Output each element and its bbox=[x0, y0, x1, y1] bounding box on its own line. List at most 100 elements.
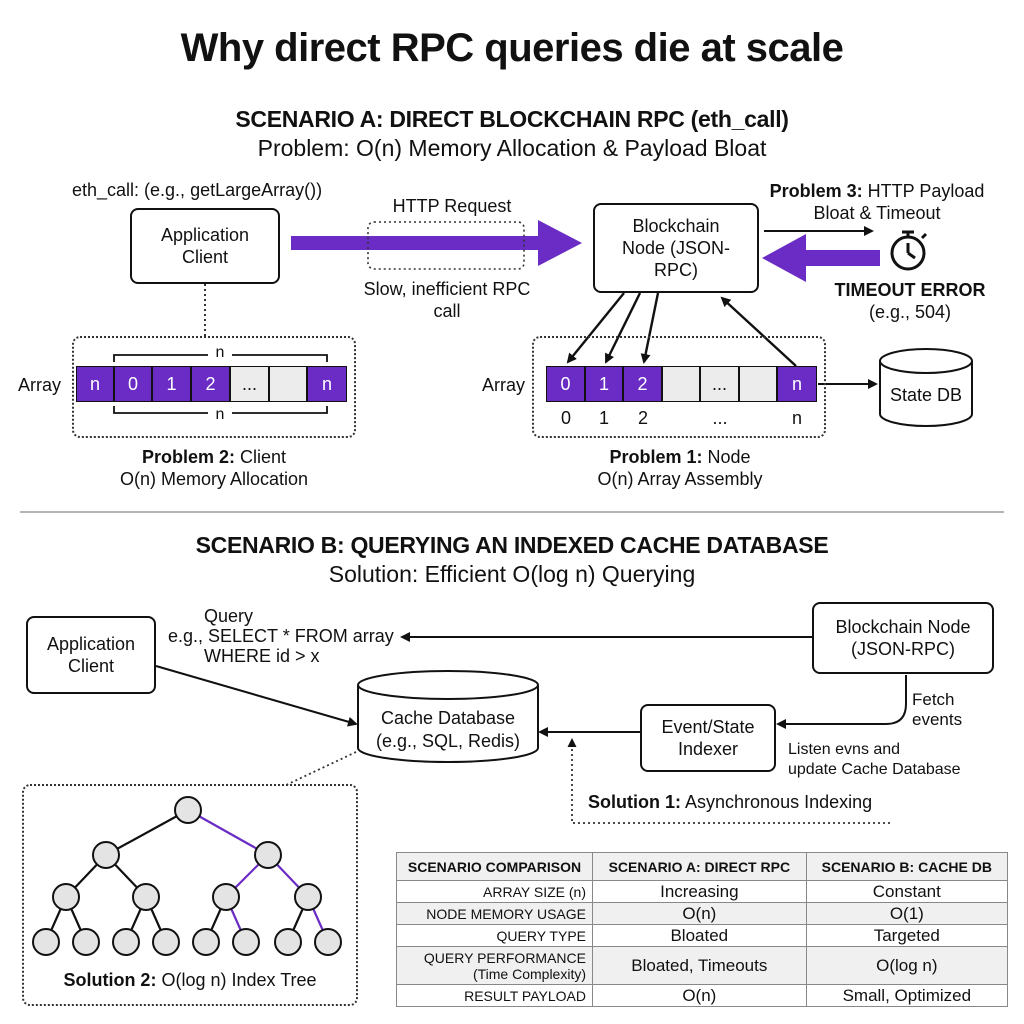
row-label: NODE MEMORY USAGE bbox=[396, 902, 593, 925]
problem-1-line2: O(n) Array Assembly bbox=[597, 469, 763, 489]
row-label: QUERY PERFORMANCE (Time Complexity) bbox=[396, 946, 593, 985]
client-array-n-top: n bbox=[215, 344, 225, 361]
table-header: SCENARIO COMPARISON bbox=[396, 852, 593, 881]
listen-events-label: Listen evns and update Cache Database bbox=[788, 740, 961, 780]
client-array-cell: ... bbox=[230, 366, 269, 402]
cache-db-line2: (e.g., SQL, Redis) bbox=[375, 731, 521, 751]
table-header-row: SCENARIO COMPARISON SCENARIO A: DIRECT R… bbox=[396, 852, 1009, 881]
node-array-index: 1 bbox=[598, 408, 609, 428]
http-request-packet bbox=[367, 221, 525, 270]
indexer-line2: Indexer bbox=[677, 739, 739, 759]
problem-2-line2: O(n) Memory Allocation bbox=[119, 469, 309, 489]
row-value-a: O(n) bbox=[592, 902, 807, 925]
solution-2-label: Solution 2: O(log n) Index Tree bbox=[22, 970, 358, 991]
node-array-cell: 2 bbox=[623, 366, 662, 402]
cache-db-cylinder bbox=[357, 670, 539, 763]
blockchain-node-box-b: Blockchain Node (JSON-RPC) bbox=[812, 602, 994, 674]
client-array-cell: 2 bbox=[191, 366, 230, 402]
timeout-arrow bbox=[762, 234, 880, 282]
row-value-b: Small, Optimized bbox=[805, 984, 1009, 1007]
problem-1-label: Problem 1: Node O(n) Array Assembly bbox=[530, 446, 830, 490]
client-array-cell: n bbox=[307, 366, 347, 402]
state-db-label: State DB bbox=[889, 385, 963, 405]
row-value-b: Targeted bbox=[805, 924, 1009, 947]
http-request-arrow bbox=[291, 220, 582, 266]
node-array-cell bbox=[739, 366, 777, 402]
eth-call-label: eth_call: (e.g., getLargeArray()) bbox=[72, 180, 323, 200]
problem-2-bold: Problem 2: bbox=[141, 447, 235, 467]
listen-line1: Listen evns and bbox=[788, 741, 901, 758]
application-client-box-b: Application Client bbox=[26, 616, 156, 694]
solution-2-bold: Solution 2: bbox=[63, 970, 157, 990]
row-label-line1: QUERY PERFORMANCE bbox=[423, 949, 586, 966]
problem-3-label: Problem 3: HTTP Payload Bloat & Timeout bbox=[752, 180, 1002, 224]
node-array-cell bbox=[662, 366, 700, 402]
event-state-indexer-box: Event/State Indexer bbox=[640, 704, 776, 772]
fetch-events-line2: events bbox=[912, 710, 963, 729]
row-value-a: Bloated, Timeouts bbox=[592, 946, 807, 985]
table-row: ARRAY SIZE (n) Increasing Constant bbox=[396, 880, 1009, 903]
node-array-index: ... bbox=[712, 408, 728, 428]
client-array-brackets bbox=[113, 354, 328, 414]
page-title: Why direct RPC queries die at scale bbox=[180, 26, 844, 70]
http-request-label: HTTP Request bbox=[392, 196, 512, 216]
table-header: SCENARIO A: DIRECT RPC bbox=[592, 852, 807, 881]
node-array-cell: 0 bbox=[546, 366, 585, 402]
row-label: ARRAY SIZE (n) bbox=[396, 880, 593, 903]
query-line-3: WHERE id > x bbox=[204, 646, 320, 666]
timeout-code-label: (e.g., 504) bbox=[868, 302, 952, 322]
solution-1-text: Asynchronous Indexing bbox=[685, 792, 873, 812]
problem-3-line2: Bloat & Timeout bbox=[813, 203, 941, 223]
client-array-n-bottom: n bbox=[215, 406, 225, 423]
table-row: QUERY TYPE Bloated Targeted bbox=[396, 924, 1009, 947]
table-row: RESULT PAYLOAD O(n) Small, Optimized bbox=[396, 984, 1009, 1007]
row-value-b: O(log n) bbox=[805, 946, 1009, 985]
client-array-cell: 0 bbox=[114, 366, 152, 402]
fetch-events-arrow bbox=[776, 675, 907, 729]
client-array-cell: 1 bbox=[152, 366, 191, 402]
indexer-line1: Event/State bbox=[661, 717, 755, 737]
fetch-events-line1: Fetch bbox=[912, 690, 955, 709]
client-array-n-cell: n bbox=[76, 366, 114, 402]
comparison-table: SCENARIO COMPARISON SCENARIO A: DIRECT R… bbox=[396, 852, 1009, 1007]
solution-1-label: Solution 1: Asynchronous Indexing bbox=[588, 792, 872, 813]
client-array-label: Array bbox=[18, 375, 62, 395]
table-header: SCENARIO B: CACHE DB bbox=[805, 852, 1009, 881]
client-array-region bbox=[72, 336, 356, 438]
fetch-events-label: Fetch events bbox=[912, 690, 962, 730]
row-label: RESULT PAYLOAD bbox=[396, 984, 593, 1007]
problem-2-label: Problem 2: Client O(n) Memory Allocation bbox=[72, 446, 356, 490]
index-tree bbox=[32, 796, 342, 956]
row-value-b: O(1) bbox=[805, 902, 1009, 925]
cache-tree-connector bbox=[283, 751, 357, 787]
row-value-b: Constant bbox=[805, 880, 1009, 903]
slow-rpc-call-label: Slow, inefficient RPC call bbox=[363, 279, 531, 321]
row-label: QUERY TYPE bbox=[396, 924, 593, 947]
cache-db-line1: Cache Database bbox=[380, 708, 516, 728]
application-client-box-a: Application Client bbox=[130, 208, 280, 284]
node-array-cell: 1 bbox=[585, 366, 623, 402]
problem-2-text: Client bbox=[240, 447, 287, 467]
client-array-cell bbox=[269, 366, 307, 402]
index-tree-region bbox=[22, 784, 358, 1006]
query-line-1: Query bbox=[204, 606, 254, 626]
async-indexing-connector bbox=[567, 738, 890, 824]
scenario-b-subheading: Solution: Efficient O(log n) Querying bbox=[328, 561, 696, 587]
row-value-a: O(n) bbox=[592, 984, 807, 1007]
row-value-a: Increasing bbox=[592, 880, 807, 903]
scenario-b-heading: SCENARIO B: QUERYING AN INDEXED CACHE DA… bbox=[195, 532, 829, 558]
blockchain-node-box-a: Blockchain Node (JSON-RPC) bbox=[593, 203, 759, 293]
solution-1-bold: Solution 1: bbox=[588, 792, 681, 812]
listen-line2: update Cache Database bbox=[788, 761, 961, 778]
problem-1-text: Node bbox=[707, 447, 751, 467]
stopwatch-icon bbox=[890, 230, 928, 271]
problem-1-bold: Problem 1: bbox=[609, 447, 703, 467]
table-row: QUERY PERFORMANCE (Time Complexity) Bloa… bbox=[396, 946, 1009, 985]
problem-3-bold: Problem 3: bbox=[769, 181, 863, 201]
node-array-index: 0 bbox=[560, 408, 571, 428]
row-value-a: Bloated bbox=[592, 924, 807, 947]
node-array-region bbox=[532, 336, 826, 438]
scenario-a-subheading: Problem: O(n) Memory Allocation & Payloa… bbox=[257, 135, 767, 161]
node-array-label: Array bbox=[482, 375, 526, 395]
